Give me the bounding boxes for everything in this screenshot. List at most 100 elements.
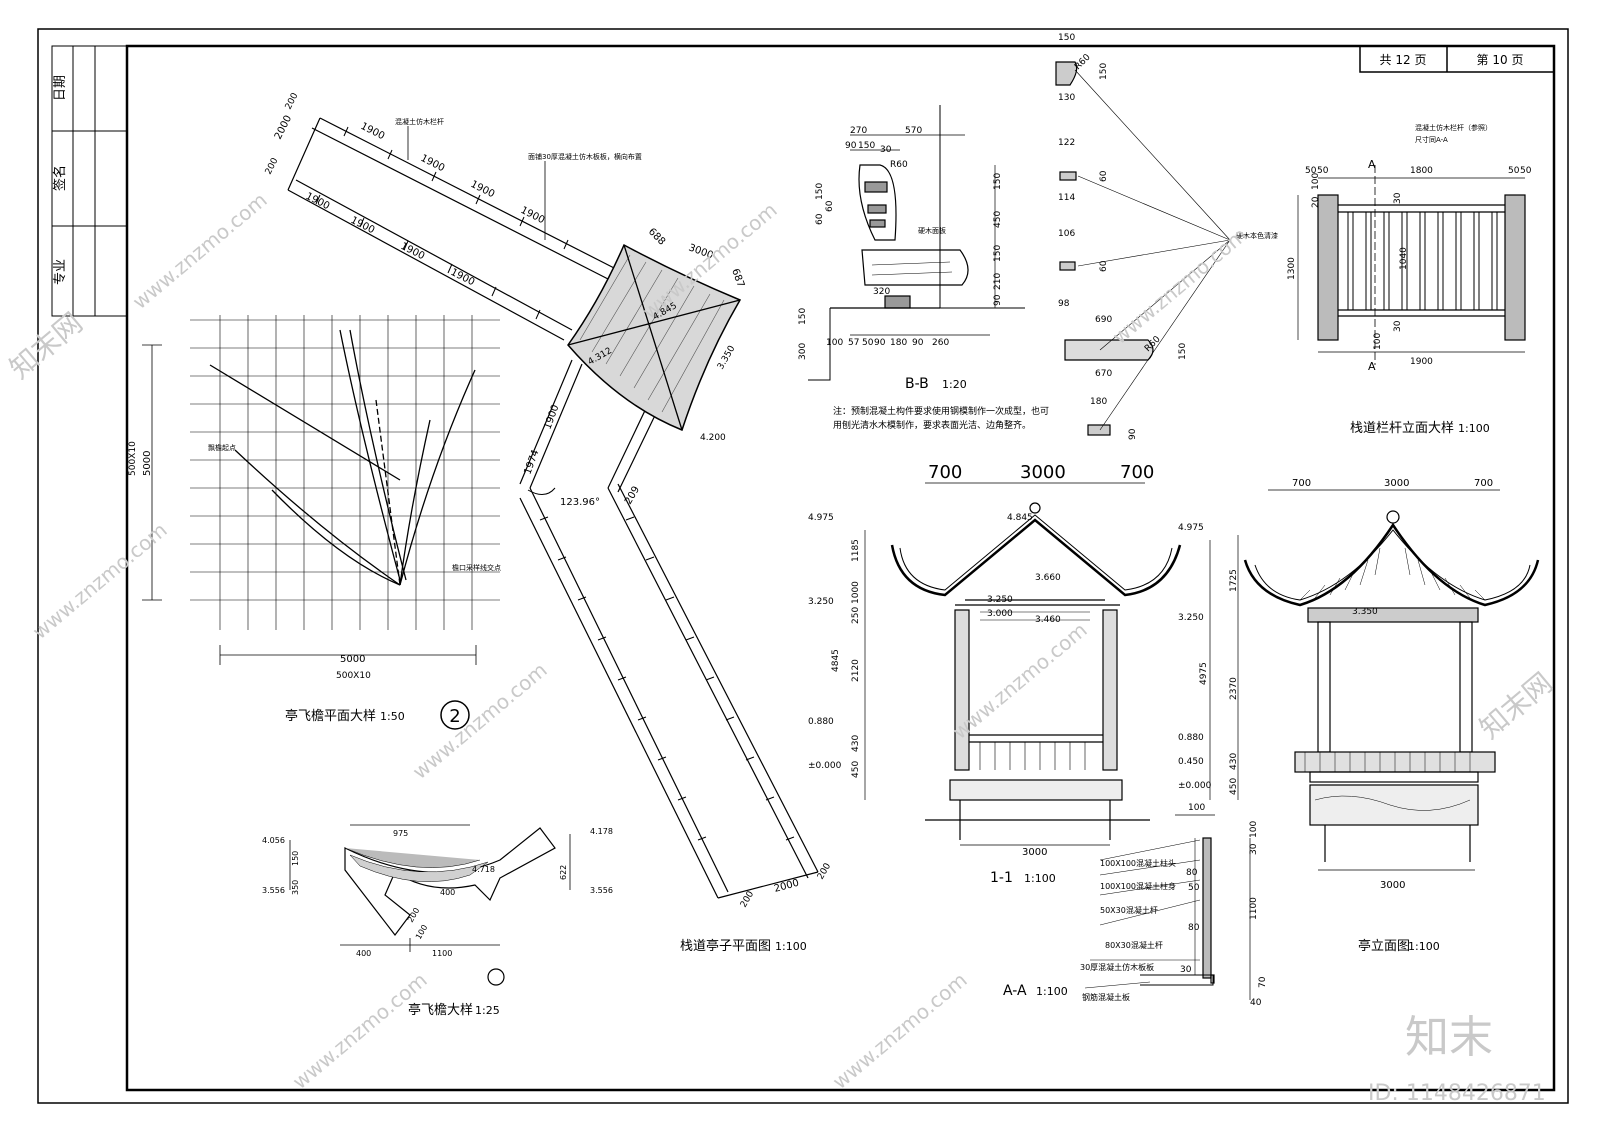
svg-text:0.880: 0.880 — [1178, 733, 1204, 743]
svg-text:1100: 1100 — [432, 949, 452, 958]
watermark-url-8: www.znzmo.com — [28, 518, 172, 644]
svg-text:200: 200 — [406, 906, 421, 924]
svg-text:210: 210 — [993, 273, 1003, 290]
svg-text:0.450: 0.450 — [1178, 757, 1204, 767]
svg-text:80: 80 — [1186, 868, 1198, 878]
svg-text:450: 450 — [993, 211, 1003, 228]
svg-text:90: 90 — [912, 338, 924, 348]
svg-text:20: 20 — [1311, 196, 1321, 208]
svg-text:180: 180 — [890, 338, 907, 348]
eave-plan-dims — [142, 344, 477, 665]
svg-text:3.250: 3.250 — [987, 595, 1013, 605]
svg-text:430: 430 — [1229, 753, 1239, 770]
svg-text:260: 260 — [932, 338, 949, 348]
svg-text:1800: 1800 — [1410, 166, 1433, 176]
page-number: 第 10 页 — [1477, 53, 1524, 67]
svg-text:100: 100 — [1188, 803, 1205, 813]
svg-text:80X30混凝土杆: 80X30混凝土杆 — [1105, 940, 1163, 950]
svg-text:1900: 1900 — [519, 205, 547, 226]
svg-text:100X100混凝土柱头: 100X100混凝土柱头 — [1100, 858, 1176, 868]
svg-text:1900: 1900 — [469, 179, 497, 200]
plan-note-deck: 面铺30厚混凝土仿木板板，横向布置 — [528, 152, 642, 161]
svg-text:R60: R60 — [890, 160, 908, 170]
svg-text:R60: R60 — [1073, 52, 1093, 72]
svg-text:130: 130 — [1058, 93, 1075, 103]
svg-text:90: 90 — [845, 141, 857, 151]
svg-text:270: 270 — [850, 126, 867, 136]
watermark-brand: 知末 — [1405, 1012, 1493, 1063]
svg-text:450: 450 — [1229, 778, 1239, 795]
svg-text:700: 700 — [1120, 462, 1154, 483]
svg-text:1900: 1900 — [349, 215, 377, 236]
svg-text:1900: 1900 — [1410, 357, 1433, 367]
section-bb-title: B-B — [905, 376, 929, 392]
svg-text:209: 209 — [623, 484, 642, 506]
eave-plan-label-intersect: 檐口采样线交点 — [452, 563, 501, 572]
eave-detail-title: 亭飞檐大样 — [408, 1002, 473, 1018]
svg-text:670: 670 — [1095, 369, 1112, 379]
svg-text:687: 687 — [729, 267, 746, 289]
svg-text:122: 122 — [1058, 138, 1075, 148]
svg-text:3.250: 3.250 — [808, 597, 834, 607]
svg-text:1300: 1300 — [1287, 257, 1297, 280]
title-block-major: 专业 — [53, 259, 68, 285]
eave-plan-dim-bottom2: 500X10 — [336, 671, 371, 681]
svg-text:4.056: 4.056 — [262, 836, 285, 845]
svg-text:2000: 2000 — [273, 114, 294, 142]
title-block — [51, 45, 128, 317]
svg-text:430: 430 — [851, 735, 861, 752]
svg-text:50X30混凝土杆: 50X30混凝土杆 — [1100, 905, 1158, 915]
watermark-url-6: www.znzmo.com — [288, 968, 432, 1094]
eave-detail-labels: 4.056 3.556 4.178 3.556 4.718 975 150 35… — [262, 827, 613, 958]
eave-plan-grid — [190, 315, 500, 630]
svg-text:688: 688 — [646, 226, 667, 247]
svg-text:60: 60 — [1099, 260, 1109, 272]
outer-frame — [37, 28, 1569, 1104]
svg-text:100: 100 — [1373, 333, 1383, 350]
svg-text:50: 50 — [1305, 166, 1317, 176]
svg-text:400: 400 — [440, 888, 455, 897]
svg-text:3000: 3000 — [1022, 847, 1047, 858]
svg-text:4.845: 4.845 — [1007, 513, 1033, 523]
eave-plan-scale: 1:50 — [380, 710, 405, 723]
svg-text:30: 30 — [1249, 843, 1259, 855]
svg-text:320: 320 — [873, 287, 890, 297]
svg-text:0.880: 0.880 — [808, 717, 834, 727]
svg-text:3.350: 3.350 — [1352, 607, 1378, 617]
svg-text:1900: 1900 — [304, 191, 332, 212]
eave-plan-title: 亭飞檐平面大样 — [285, 708, 376, 724]
svg-text:3.350: 3.350 — [716, 344, 738, 372]
eave-plan-dim-left: 5000 — [142, 451, 153, 476]
svg-text:4.975: 4.975 — [1178, 523, 1204, 533]
watermark-url-4: www.znzmo.com — [408, 658, 552, 784]
eave-plan-dim-bottom: 5000 — [340, 654, 365, 665]
section-11-dims: 700 3000 700 4.975 3.250 0.880 ±0.000 4.… — [808, 462, 1154, 858]
svg-text:30: 30 — [1393, 192, 1403, 204]
section-11-scale: 1:100 — [1024, 872, 1056, 885]
rail-profiles — [1055, 61, 1231, 436]
total-pages: 共 12 页 — [1380, 53, 1427, 67]
svg-text:150: 150 — [993, 245, 1003, 262]
svg-text:4845: 4845 — [831, 649, 841, 672]
svg-text:3.660: 3.660 — [1035, 573, 1061, 583]
rail-cut-top: A — [1368, 158, 1376, 171]
watermark-url-7: www.znzmo.com — [828, 968, 972, 1094]
section-bb — [808, 105, 1025, 381]
svg-text:60: 60 — [825, 200, 835, 212]
svg-text:975: 975 — [393, 829, 408, 838]
pavilion-elevation — [1209, 489, 1540, 871]
svg-text:100X100混凝土柱身: 100X100混凝土柱身 — [1100, 881, 1176, 891]
svg-text:±0.000: ±0.000 — [808, 761, 842, 771]
svg-text:1100: 1100 — [1249, 897, 1259, 920]
svg-text:1900: 1900 — [542, 403, 561, 431]
rail-header: 混凝土仿木栏杆（参照） — [1415, 123, 1492, 132]
section-11-title: 1-1 — [990, 870, 1013, 886]
svg-text:4.718: 4.718 — [472, 865, 495, 874]
rail-profile-dims: 150 R60 150 130 122 60 114 106 60 98 690… — [1058, 33, 1188, 440]
svg-text:57: 57 — [848, 338, 859, 348]
svg-text:150: 150 — [1099, 63, 1109, 80]
svg-text:690: 690 — [1095, 315, 1112, 325]
watermark-url-1: www.znzmo.com — [128, 188, 272, 314]
inner-frame — [125, 44, 1556, 1092]
